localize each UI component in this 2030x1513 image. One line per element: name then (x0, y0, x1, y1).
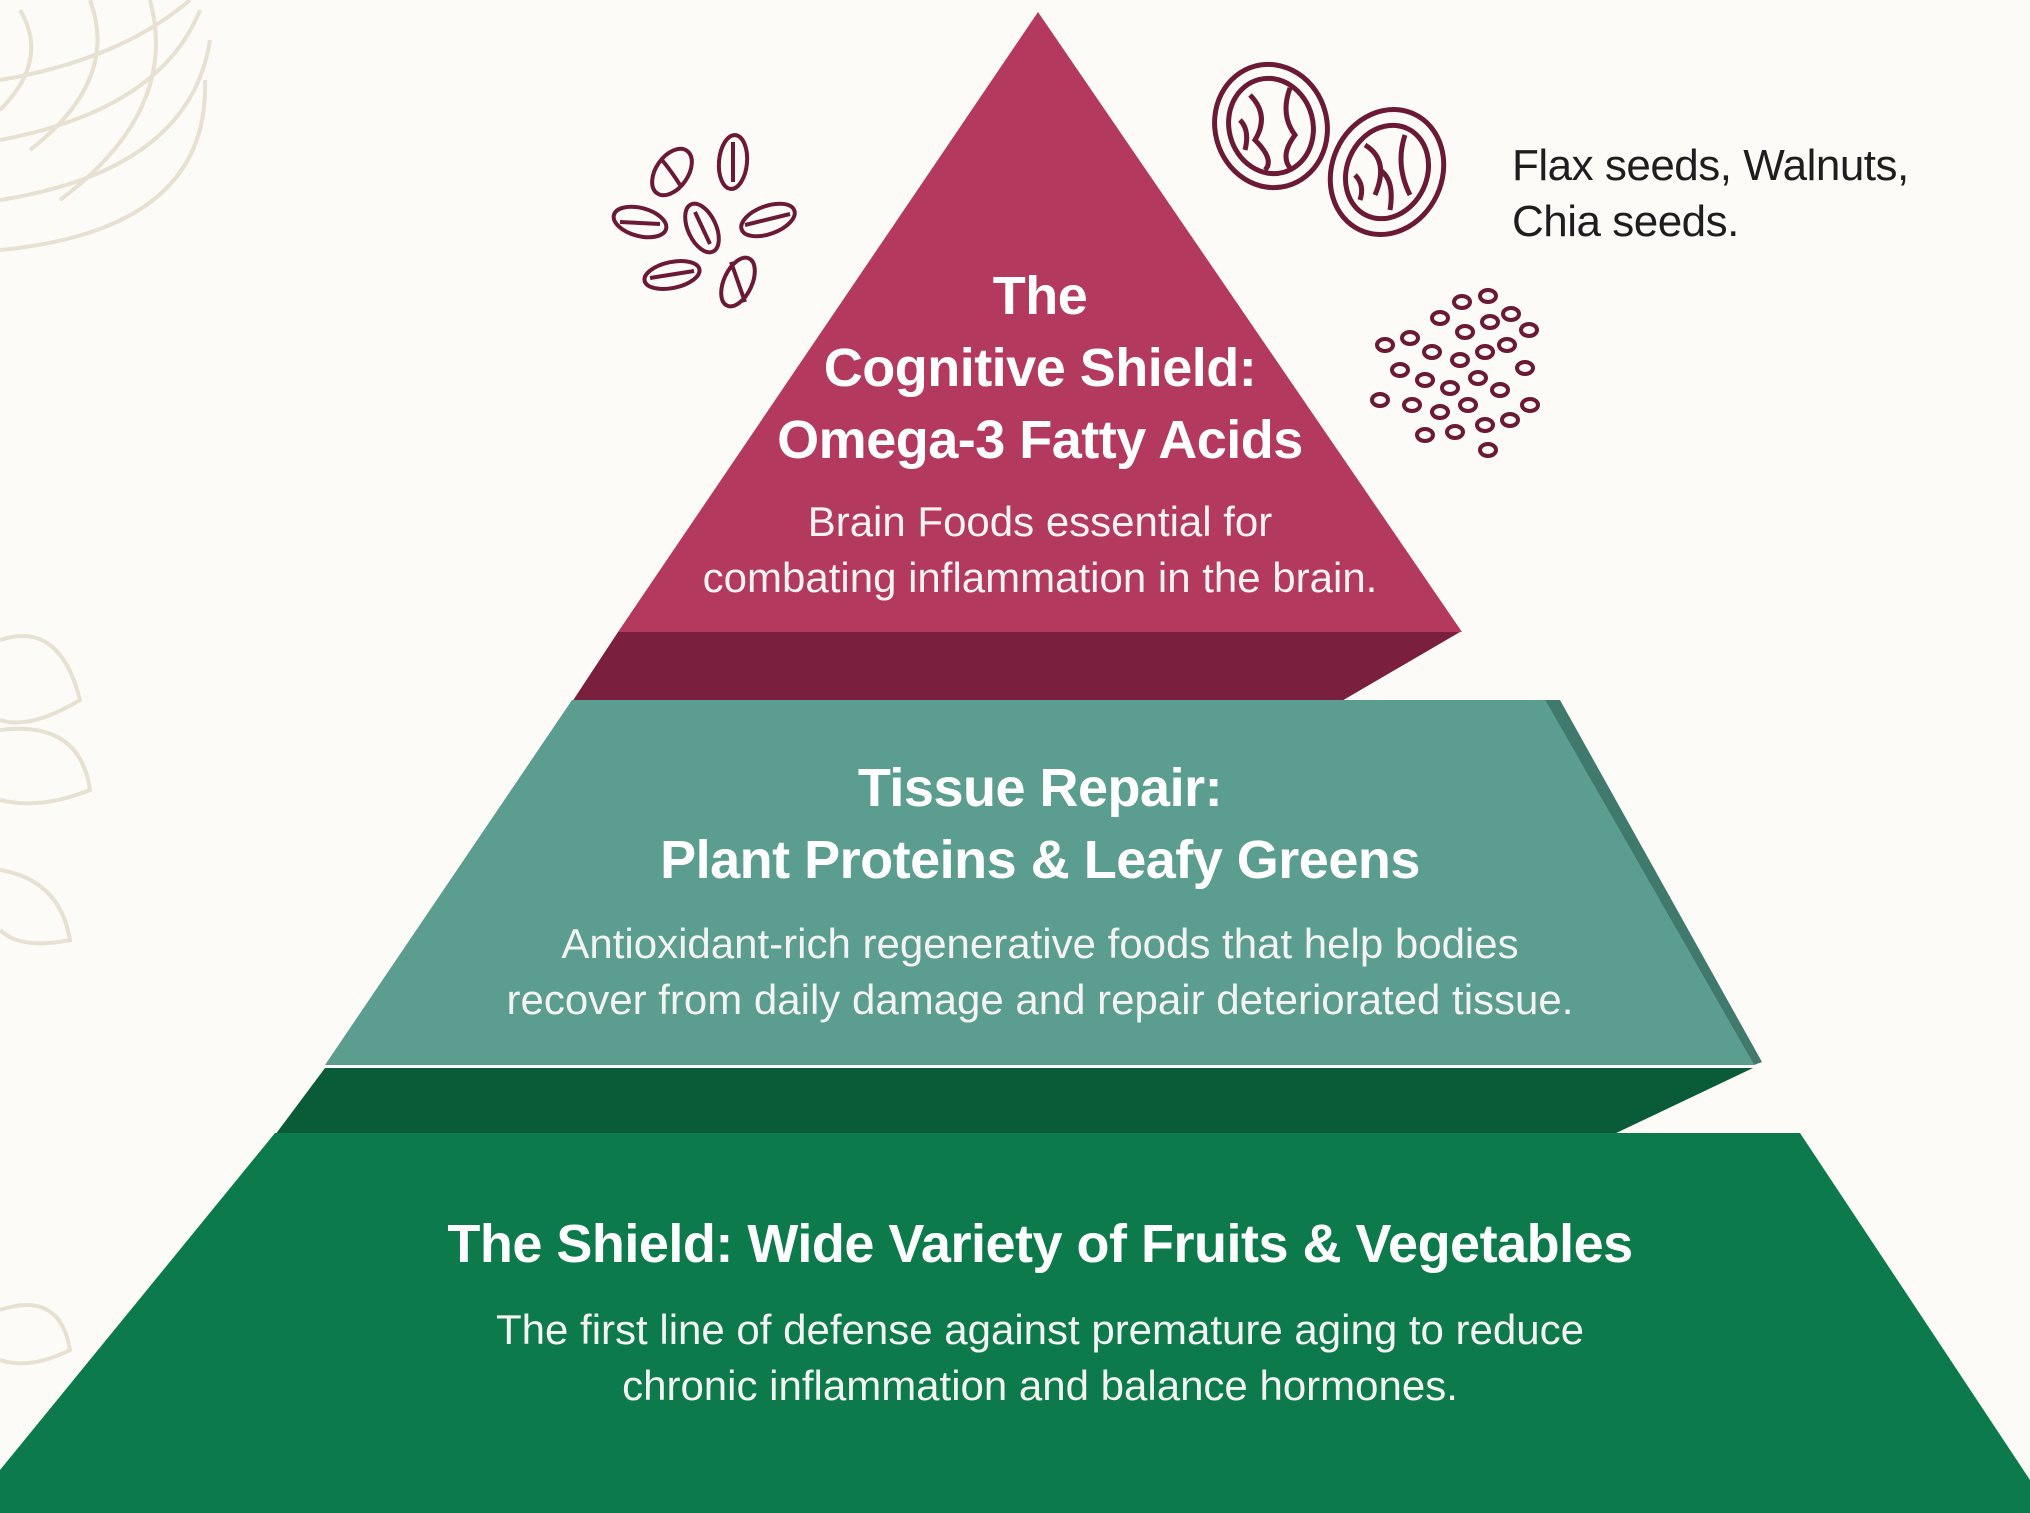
bottom-tier-shade (275, 1068, 1753, 1135)
top-tier-title-line2: Cognitive Shield: (823, 338, 1257, 398)
chia-seeds-icon (1370, 288, 1540, 458)
top-tier-title: The Cognitive Shield: Omega-3 Fatty Acid… (700, 260, 1380, 476)
top-tier-desc-line2: combating inflammation in the brain. (702, 554, 1378, 601)
bottom-tier (0, 1133, 2030, 1513)
omega3-sources-note: Flax seeds, Walnuts, Chia seeds. (1512, 138, 1982, 250)
middle-tier-title: Tissue Repair: Plant Proteins & Leafy Gr… (440, 752, 1640, 896)
middle-tier-title-line2: Plant Proteins & Leafy Greens (660, 830, 1420, 890)
middle-tier-title-line1: Tissue Repair: (857, 758, 1223, 818)
middle-tier (325, 700, 1754, 1065)
top-tier-desc-line1: Brain Foods essential for (807, 498, 1273, 545)
bottom-tier-desc-line2: chronic inflammation and balance hormone… (622, 1362, 1458, 1409)
middle-tier-description: Antioxidant-rich regenerative foods that… (400, 916, 1680, 1028)
leaf-decoration-icon (0, 0, 212, 1366)
bottom-tier-title: The Shield: Wide Variety of Fruits & Veg… (320, 1208, 1760, 1280)
middle-tier-shade (572, 632, 1460, 702)
bottom-tier-description: The first line of defense against premat… (340, 1302, 1740, 1414)
middle-tier-edge (1545, 700, 1762, 1065)
omega3-sources-line1: Flax seeds, Walnuts, (1512, 141, 1909, 190)
top-tier-title-line1: The (992, 266, 1088, 326)
top-tier (618, 12, 1462, 632)
top-tier-description: Brain Foods essential for combating infl… (640, 494, 1440, 606)
middle-tier-desc-line1: Antioxidant-rich regenerative foods that… (561, 920, 1519, 967)
top-tier-title-line3: Omega-3 Fatty Acids (777, 410, 1303, 470)
bottom-tier-title-line1: The Shield: Wide Variety of Fruits & Veg… (447, 1214, 1633, 1274)
omega3-sources-line2: Chia seeds. (1512, 197, 1739, 246)
middle-tier-desc-line2: recover from daily damage and repair det… (506, 976, 1574, 1023)
bottom-tier-desc-line1: The first line of defense against premat… (496, 1306, 1584, 1353)
flax-seeds-icon (611, 133, 797, 309)
walnut-icon (1212, 61, 1447, 237)
